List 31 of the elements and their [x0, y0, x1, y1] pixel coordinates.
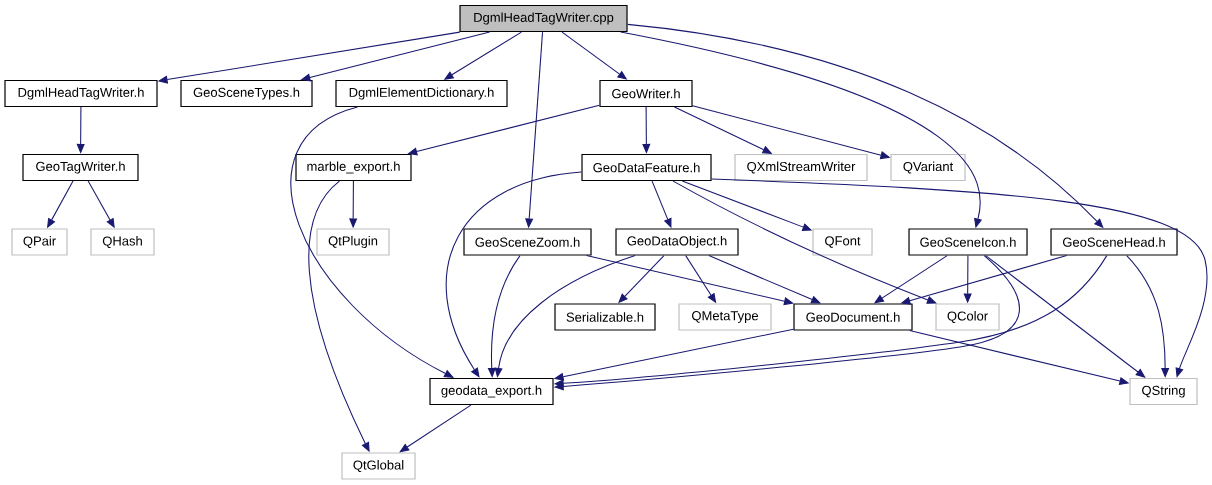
- arrow: [672, 180, 937, 304]
- file-box: QString: [1129, 377, 1198, 406]
- file-box: GeoTagWriter.h: [22, 153, 139, 182]
- file-box: GeoSceneHead.h: [1050, 228, 1178, 256]
- file-box: QHash: [90, 228, 155, 256]
- file-box: GeoDataFeature.h: [581, 153, 712, 182]
- file-box: QVariant: [890, 153, 966, 182]
- file-box: GeoWriter.h: [599, 79, 693, 108]
- file-box: GeoSceneTypes.h: [180, 79, 313, 108]
- file-box: marble_export.h: [295, 153, 412, 182]
- arrow: [985, 255, 1146, 378]
- file-box: DgmlHeadTagWriter.h: [4, 79, 158, 108]
- arrow: [586, 255, 794, 306]
- arrow: [446, 171, 582, 378]
- file-box: QColor: [935, 303, 1000, 331]
- file-box: GeoDocument.h: [793, 303, 913, 331]
- file-box: geodata_export.h: [429, 377, 554, 406]
- file-box: QtPlugin: [316, 228, 390, 256]
- arrow: [711, 178, 1208, 378]
- file-box: DgmlElementDictionary.h: [335, 79, 508, 108]
- arrow: [399, 404, 472, 453]
- file-box: QMetaType: [678, 303, 772, 331]
- file-box: GeoSceneZoom.h: [463, 228, 592, 256]
- file-box: QPair: [11, 228, 68, 256]
- file-box: Serializable.h: [554, 303, 656, 331]
- file-box: GeoSceneIcon.h: [908, 228, 1028, 256]
- source-file-box: DgmlHeadTagWriter.cpp: [459, 4, 628, 33]
- file-box: QtGlobal: [341, 452, 416, 480]
- file-box: QFont: [812, 228, 873, 256]
- file-box: QXmlStreamWriter: [734, 153, 868, 182]
- file-box: GeoDataObject.h: [615, 228, 739, 256]
